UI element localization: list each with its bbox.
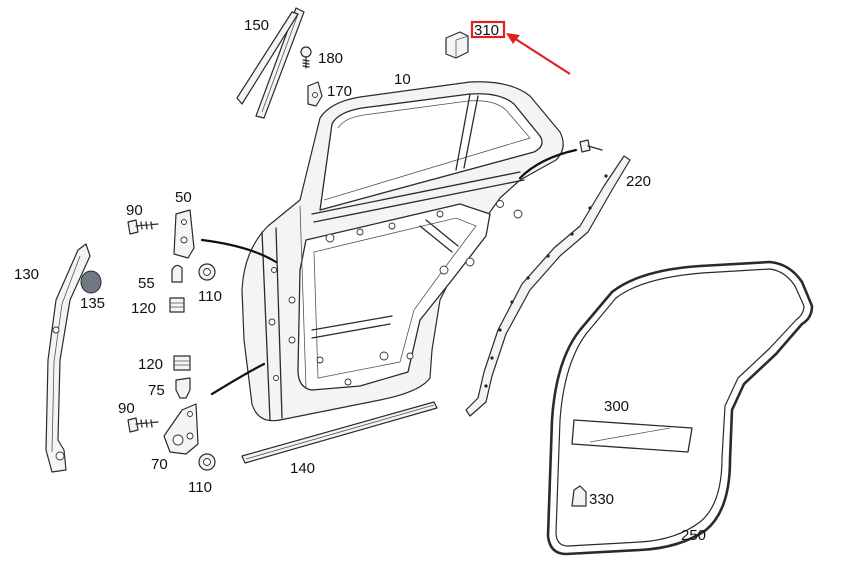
part-150-window-trim[interactable] (236, 7, 305, 119)
label-90-lower: 90 (118, 400, 135, 417)
part-170-clip[interactable] (307, 81, 323, 107)
bolt-icon-near-220 (579, 139, 603, 153)
label-220: 220 (626, 173, 651, 190)
highlight-box (470, 20, 506, 39)
label-330: 330 (589, 491, 614, 508)
part-90-bolt-lower[interactable] (127, 417, 159, 433)
part-250-door-seal[interactable] (546, 260, 814, 556)
label-130: 130 (14, 266, 39, 283)
red-arrow-shaft (513, 37, 571, 75)
label-10: 10 (394, 71, 411, 88)
label-170: 170 (327, 83, 352, 100)
label-250: 250 (681, 527, 706, 544)
label-140: 140 (290, 460, 315, 477)
label-110-lower: 110 (188, 479, 212, 496)
label-150: 150 (244, 17, 269, 34)
label-120-lower: 120 (138, 356, 163, 373)
part-180-screw[interactable] (300, 46, 312, 69)
part-330-clip[interactable] (571, 485, 587, 507)
label-90-upper: 90 (126, 202, 143, 219)
part-10-door-shell[interactable] (241, 81, 564, 422)
part-140-sill-strip[interactable] (241, 401, 438, 464)
part-135-cap[interactable] (80, 270, 102, 294)
label-310: 310 (474, 22, 499, 39)
label-300: 300 (604, 398, 629, 415)
part-300-film[interactable] (571, 419, 693, 453)
part-310-bracket[interactable] (445, 31, 469, 59)
part-50-upper-hinge[interactable] (173, 209, 195, 259)
part-110-nut-lower[interactable] (198, 453, 216, 471)
part-55-pin[interactable] (171, 264, 183, 283)
part-110-nut-upper[interactable] (198, 263, 216, 281)
red-arrow-head-icon (506, 33, 520, 44)
part-120-bushing-lower[interactable] (173, 355, 191, 371)
label-135: 135 (80, 295, 105, 312)
leader-lines (200, 148, 578, 396)
part-labels: 150 180 170 310 10 50 90 55 120 110 130 … (14, 17, 706, 544)
part-130-front-seal[interactable] (45, 243, 91, 473)
part-220-rear-seal[interactable] (465, 155, 631, 417)
label-120-upper: 120 (131, 300, 156, 317)
part-120-bushing-upper[interactable] (169, 297, 185, 313)
label-50: 50 (175, 189, 192, 206)
label-70: 70 (151, 456, 168, 473)
label-75: 75 (148, 382, 165, 399)
label-110-upper: 110 (198, 288, 222, 305)
part-75-pin[interactable] (175, 377, 191, 399)
label-55: 55 (138, 275, 155, 292)
label-180: 180 (318, 50, 343, 67)
part-90-bolt-upper[interactable] (127, 219, 159, 235)
highlight-310 (470, 20, 571, 75)
part-70-lower-hinge[interactable] (163, 403, 199, 455)
